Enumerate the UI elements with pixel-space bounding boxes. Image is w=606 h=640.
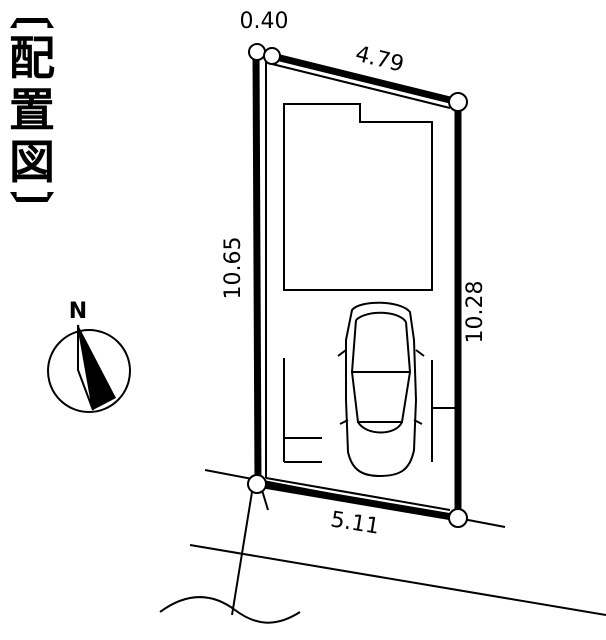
road-edge-lower — [189, 544, 606, 616]
inner-boundary-bottom — [265, 477, 451, 511]
lead-line — [231, 491, 253, 616]
car-icon — [337, 301, 425, 478]
wavy-line — [159, 596, 301, 624]
compass-label: N — [69, 299, 87, 324]
corner-marker-top-left-a — [248, 43, 266, 61]
north-compass-icon: N — [47, 299, 131, 413]
title-bracket-bottom — [6, 188, 58, 202]
inner-boundary-top — [271, 63, 451, 109]
lead-tick — [261, 489, 269, 511]
corner-marker-bottom-right — [448, 508, 468, 528]
title-char-2: 置 — [9, 83, 55, 137]
dimension-top-short: 0.40 — [240, 9, 289, 34]
dimension-left: 10.65 — [221, 237, 246, 300]
corner-marker-top-left-b — [263, 47, 281, 65]
building-footprint — [283, 103, 433, 291]
title-bracket-top — [6, 18, 58, 32]
dimension-top: 4.79 — [353, 42, 407, 78]
title-char-3: 図 — [9, 135, 55, 189]
corner-marker-bottom-left — [247, 474, 267, 494]
corner-marker-top-right — [448, 92, 468, 112]
title-block: 配 置 図 — [6, 18, 58, 202]
title-char-1: 配 — [9, 31, 55, 85]
dimension-right: 10.28 — [463, 281, 488, 344]
dimension-bottom: 5.11 — [329, 507, 381, 539]
